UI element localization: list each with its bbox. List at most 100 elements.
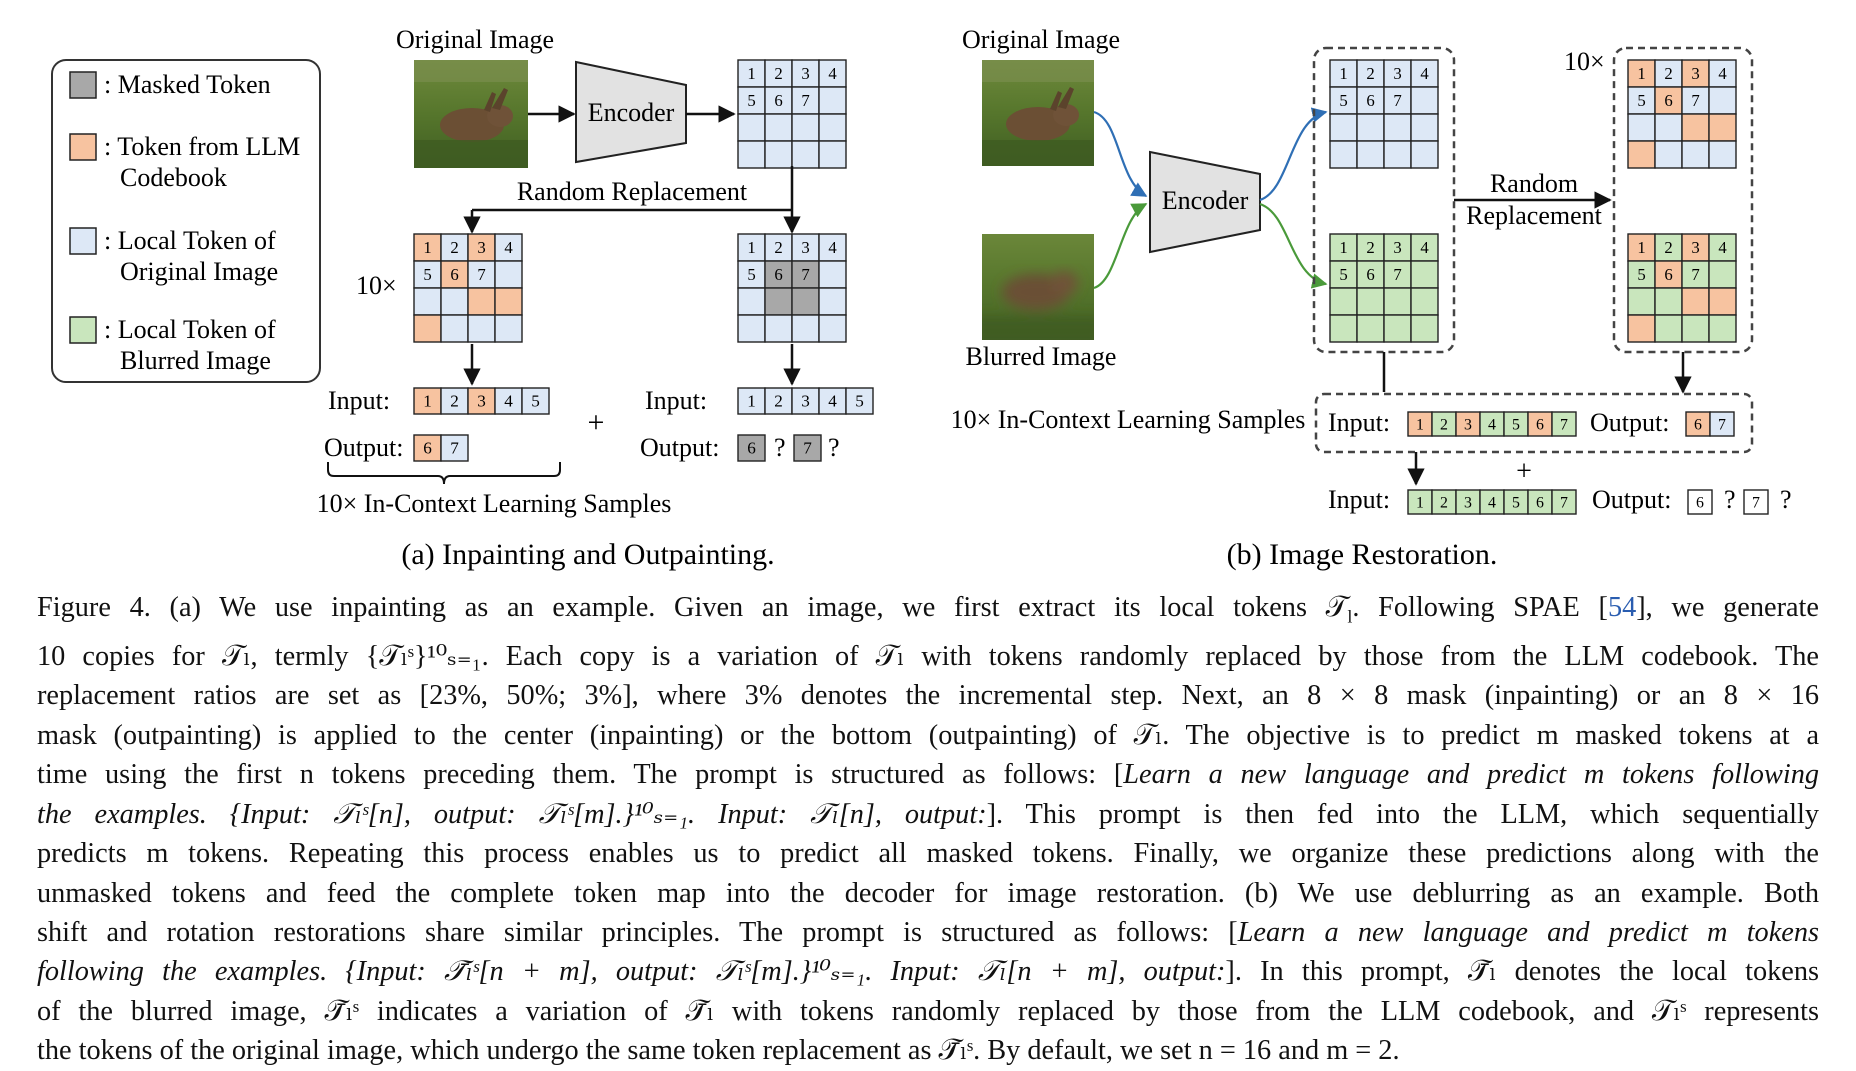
token-cell — [1383, 287, 1412, 316]
token-cell — [1410, 59, 1439, 88]
token-number: 3 — [1393, 64, 1401, 83]
token-cell — [737, 260, 766, 289]
panel-b-blurred-photo — [982, 234, 1094, 340]
token-cell — [1329, 59, 1358, 88]
token-cell — [494, 287, 523, 316]
sequence-token — [1685, 411, 1711, 437]
token-cell — [818, 140, 847, 169]
panel-a-qmark-2: ? — [828, 433, 840, 462]
token-cell — [1356, 113, 1385, 142]
sequence-token — [1551, 489, 1577, 515]
token-cell — [764, 314, 793, 343]
panel-b-query-output-label: Output: — [1592, 485, 1671, 514]
caption-line-1: Figure 4. (a) We use inpainting as an ex… — [37, 592, 1819, 627]
sequence-token — [791, 387, 820, 415]
sequence-token — [1527, 489, 1553, 515]
token-number: 5 — [1339, 265, 1347, 284]
token-number: 5 — [747, 265, 755, 284]
token-cell — [791, 314, 820, 343]
token-number: 6 — [1664, 91, 1672, 110]
token-number: 1 — [747, 64, 755, 83]
sequence-token-number: 7 — [803, 439, 812, 458]
panel-b-query-input-label: Input: — [1328, 485, 1390, 514]
token-cell — [413, 233, 442, 262]
token-number: 4 — [828, 64, 837, 83]
sequence-token-number: 4 — [1488, 416, 1496, 433]
sequence-token-number: 1 — [1416, 494, 1424, 511]
token-number: 6 — [1664, 265, 1672, 284]
legend-swatch-llm — [69, 133, 97, 161]
token-cell — [737, 140, 766, 169]
sequence-token-number: 6 — [423, 439, 432, 458]
sequence-token — [494, 387, 523, 415]
token-cell — [1410, 314, 1439, 343]
sequence-token-number: 6 — [1696, 494, 1704, 511]
token-cell — [1356, 260, 1385, 289]
sequence-token-number: 2 — [450, 392, 459, 411]
token-number: 1 — [1637, 238, 1645, 257]
token-cell — [818, 233, 847, 262]
caption-line-2: 10 copies for 𝒯ₗ, termly {𝒯ₗˢ}¹⁰ₛ₌₁. Eac… — [37, 641, 1819, 673]
token-cell — [1681, 113, 1710, 142]
token-cell — [1627, 287, 1656, 316]
token-cell — [791, 113, 820, 142]
caption-line-5: time using the first n tokens preceding … — [37, 759, 1819, 791]
sequence-token — [521, 387, 550, 415]
token-number: 1 — [1339, 238, 1347, 257]
token-number: 7 — [801, 265, 809, 284]
panel-b-icl-output-label: Output: — [1590, 408, 1669, 437]
panel-b-qmark-1: ? — [1724, 485, 1736, 514]
sequence-token — [440, 434, 469, 462]
token-cell — [818, 314, 847, 343]
legend-blurred-label-2: Blurred Image — [120, 346, 271, 375]
token-cell — [494, 260, 523, 289]
panel-a-10x-label: 10× — [356, 271, 397, 300]
sequence-token-number: 5 — [1512, 494, 1520, 511]
sequence-token — [440, 387, 469, 415]
sequence-token-number: 7 — [1560, 494, 1568, 511]
token-number: 1 — [1637, 64, 1645, 83]
sequence-token-number: 7 — [1560, 416, 1568, 433]
caption-line-10: following the examples. {Input: 𝒯̄ₗˢ[n +… — [37, 956, 1819, 988]
token-number: 4 — [1718, 238, 1727, 257]
panel-a-output-label-right: Output: — [640, 433, 719, 462]
sequence-token-number: 7 — [1718, 416, 1726, 433]
token-number: 4 — [1718, 64, 1727, 83]
sequence-token-number: 2 — [1440, 494, 1448, 511]
sequence-token-number: 4 — [504, 392, 513, 411]
token-cell — [1708, 260, 1737, 289]
token-cell — [1627, 260, 1656, 289]
panel-a-original-image-label: Original Image — [396, 25, 554, 54]
token-number: 2 — [1664, 238, 1672, 257]
legend-original-label-1: : Local Token of — [104, 226, 276, 255]
token-cell — [1329, 260, 1358, 289]
sequence-token — [1479, 489, 1505, 515]
panel-b-dashed-box-left — [1312, 46, 1456, 354]
panel-b-arrow-blurred-to-encoder — [1093, 203, 1148, 290]
token-cell — [1654, 59, 1683, 88]
sequence-token — [1687, 489, 1713, 515]
token-cell — [1654, 113, 1683, 142]
token-number: 2 — [1366, 238, 1374, 257]
token-cell — [791, 140, 820, 169]
sequence-token-number: 4 — [1488, 494, 1496, 511]
token-number: 4 — [1420, 238, 1429, 257]
token-cell — [440, 260, 469, 289]
panel-b-arrow-original-to-encoder — [1093, 110, 1148, 197]
panel-a-subcaption: (a) Inpainting and Outpainting. — [401, 538, 774, 571]
token-cell — [1410, 287, 1439, 316]
sequence-token — [793, 434, 822, 462]
token-cell — [1329, 314, 1358, 343]
panel-b-original-image-label: Original Image — [962, 25, 1120, 54]
panel-b-icl-dashed-box — [1314, 392, 1754, 454]
citation-link[interactable]: 54 — [1607, 592, 1637, 623]
token-cell — [1681, 287, 1710, 316]
token-number: 7 — [1393, 91, 1401, 110]
panel-a-output-label-left: Output: — [324, 433, 403, 462]
caption-line-11: of the blurred image, 𝒯̄ₗˢ indicates a v… — [37, 995, 1819, 1027]
caption-line-7: predicts m tokens. Repeating this proces… — [37, 838, 1819, 870]
